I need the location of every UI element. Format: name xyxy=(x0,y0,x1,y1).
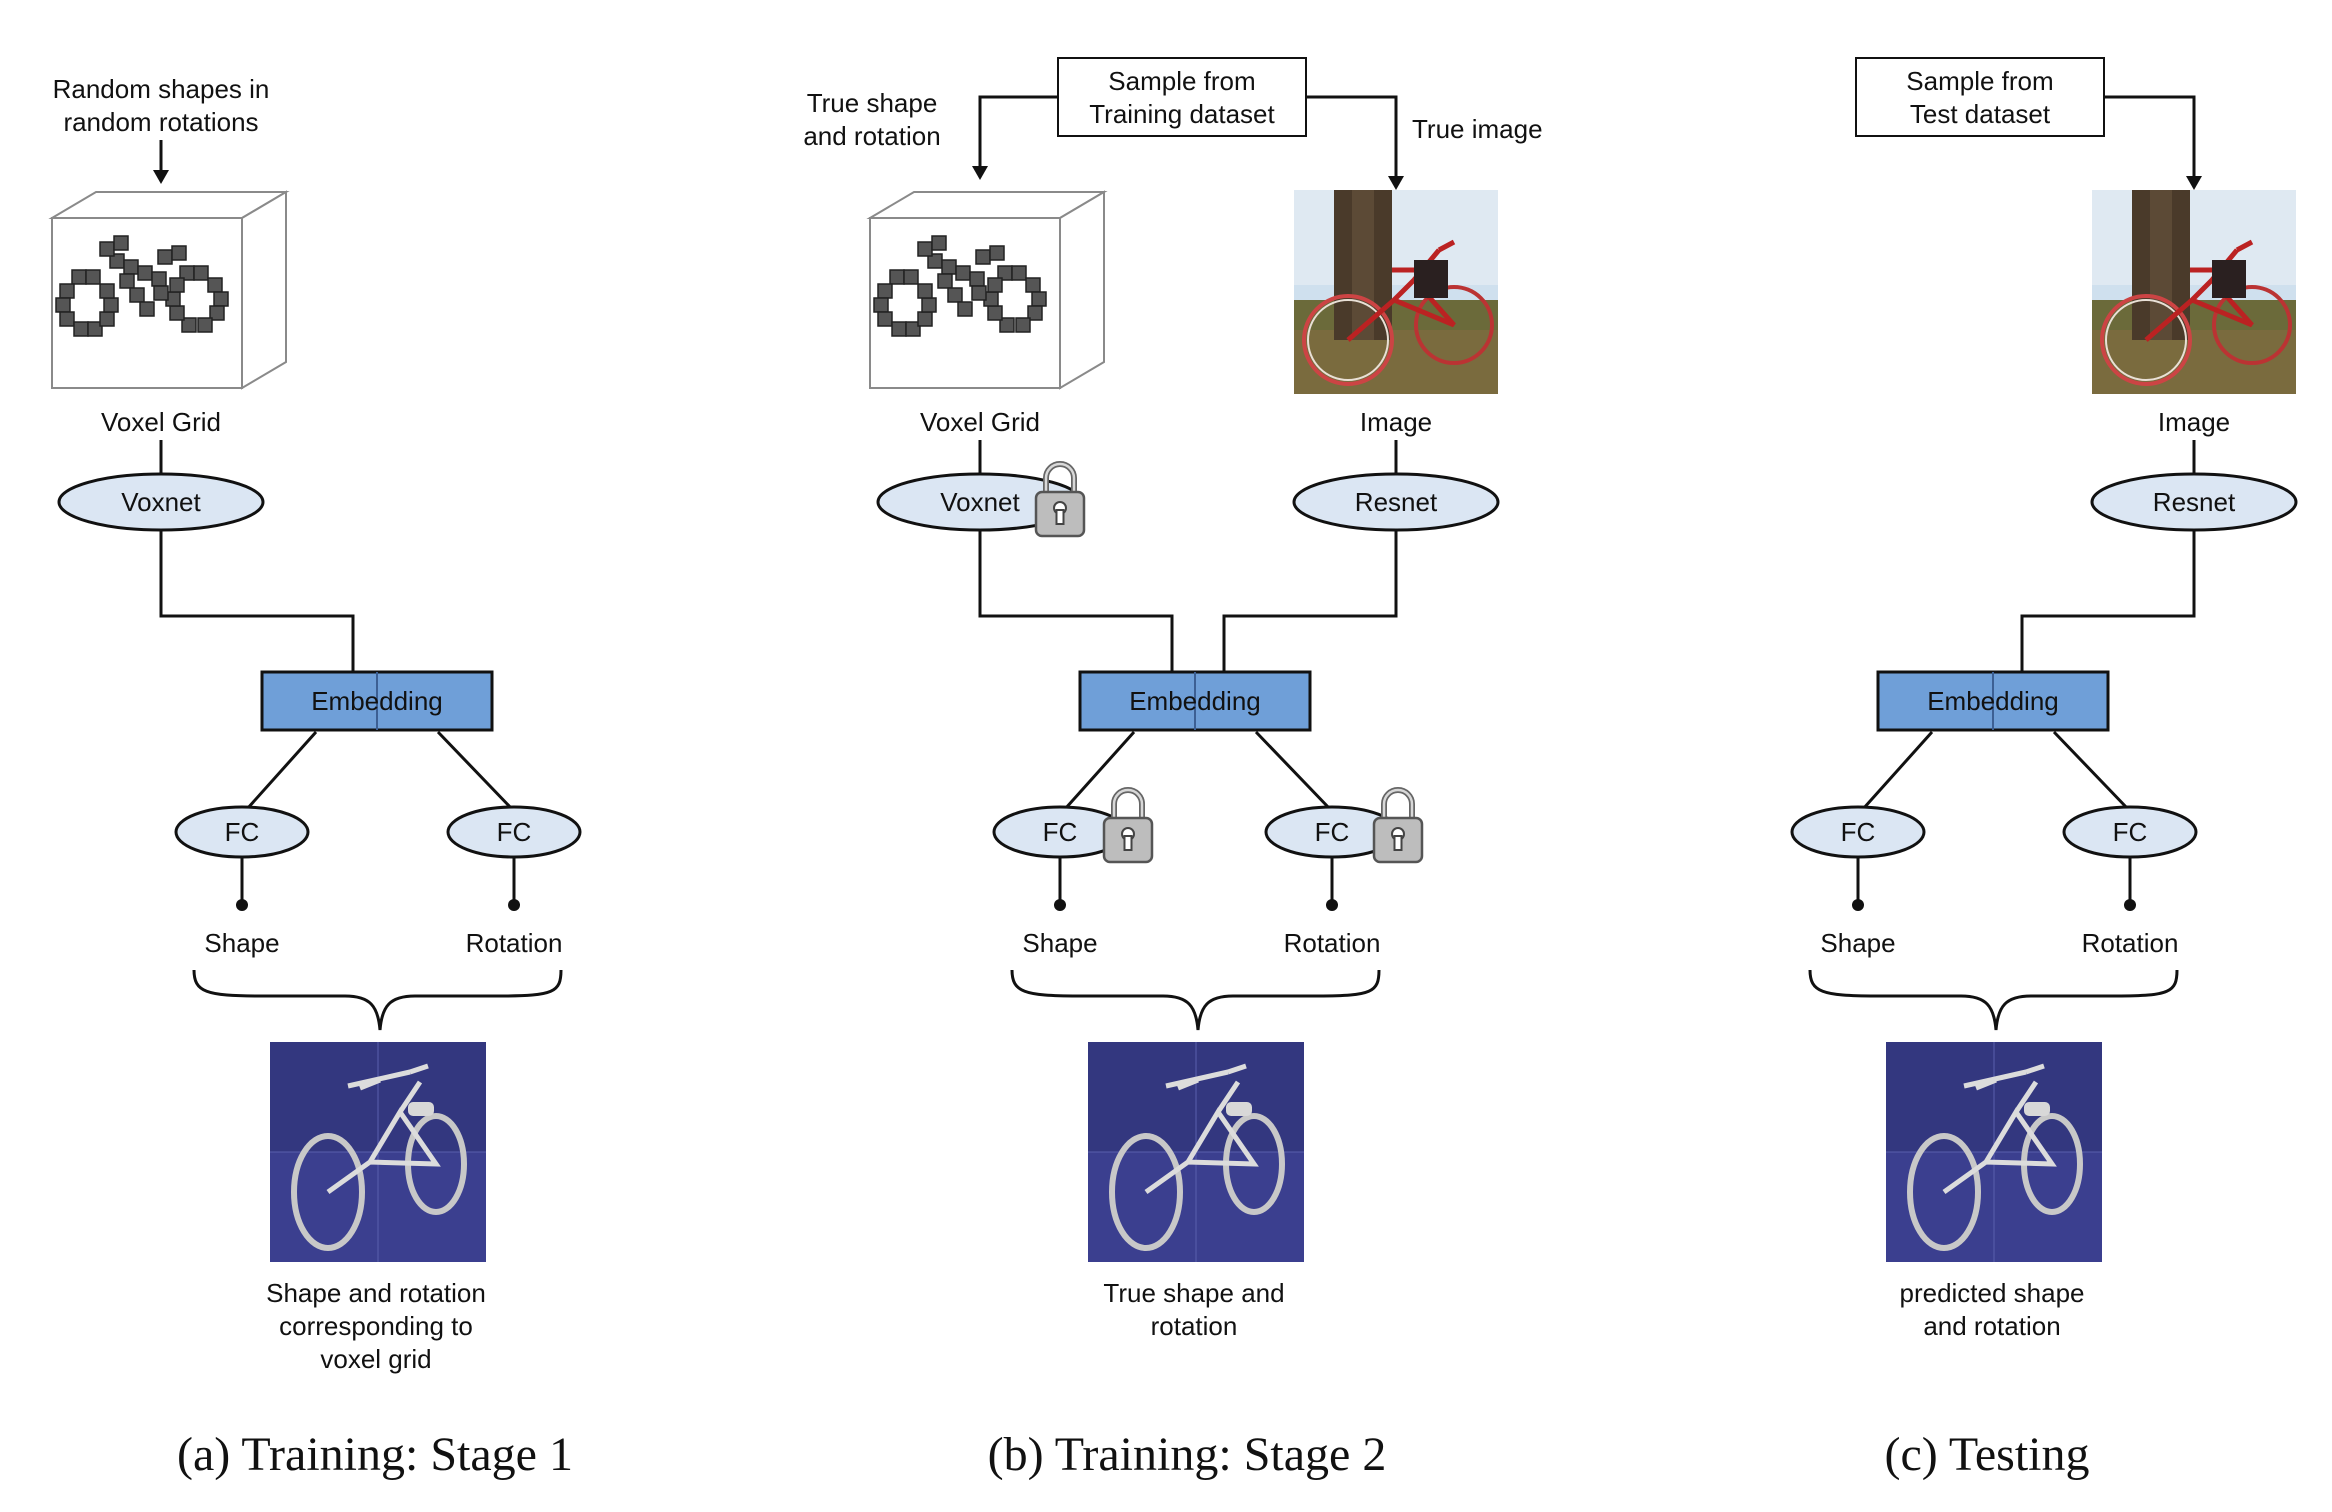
caption-a: (a) Training: Stage 1 xyxy=(177,1428,573,1481)
rotation-label: Rotation xyxy=(1284,928,1381,958)
brace xyxy=(1808,969,2179,1031)
resnet-label: Resnet xyxy=(1355,487,1438,517)
true-image-label: True image xyxy=(1412,114,1543,144)
padlock-icon xyxy=(1036,464,1084,536)
embedding-label: Embedding xyxy=(1927,686,2059,716)
fc-label-right: FC xyxy=(2113,817,2148,847)
padlock-icon xyxy=(1104,790,1152,862)
photo-bicycle-icon xyxy=(2092,190,2296,394)
fc-label-left: FC xyxy=(1841,817,1876,847)
brace xyxy=(192,969,563,1031)
embedding-label: Embedding xyxy=(311,686,443,716)
shape-label: Shape xyxy=(204,928,279,958)
voxel-grid-cube xyxy=(48,190,290,390)
resnet-label: Resnet xyxy=(2153,487,2236,517)
voxnet-label: Voxnet xyxy=(940,487,1020,517)
brace xyxy=(1010,969,1381,1031)
fc-label-left: FC xyxy=(1043,817,1078,847)
image-label: Image xyxy=(2158,407,2230,437)
caption-c: (c) Testing xyxy=(1884,1428,2089,1481)
fc-label-right: FC xyxy=(497,817,532,847)
voxnet-label: Voxnet xyxy=(121,487,201,517)
embedding-label: Embedding xyxy=(1129,686,1261,716)
caption-b: (b) Training: Stage 2 xyxy=(988,1428,1387,1481)
rendered-bicycle-icon xyxy=(1886,1042,2102,1262)
fc-label-left: FC xyxy=(225,817,260,847)
voxel-grid-label: Voxel Grid xyxy=(920,407,1040,437)
rotation-label: Rotation xyxy=(2082,928,2179,958)
voxel-grid-label: Voxel Grid xyxy=(101,407,221,437)
sample-box xyxy=(1855,57,2105,137)
arrowhead xyxy=(153,170,169,184)
rotation-label: Rotation xyxy=(466,928,563,958)
rendered-bicycle-icon xyxy=(270,1042,486,1262)
image-label: Image xyxy=(1360,407,1432,437)
shape-label: Shape xyxy=(1820,928,1895,958)
rendered-bicycle-icon xyxy=(1088,1042,1304,1262)
shape-label: Shape xyxy=(1022,928,1097,958)
photo-bicycle-icon xyxy=(1294,190,1498,394)
fc-label-right: FC xyxy=(1315,817,1350,847)
voxel-grid-cube xyxy=(866,190,1108,390)
padlock-icon xyxy=(1374,790,1422,862)
